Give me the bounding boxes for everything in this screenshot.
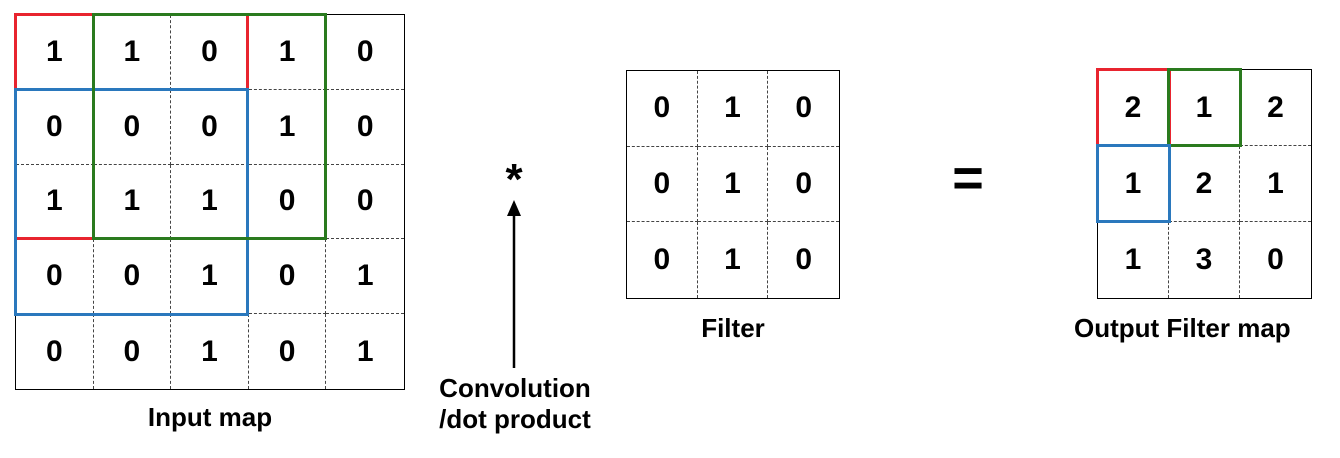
output-map-cell: 2 <box>1098 70 1169 146</box>
filter-cell: 1 <box>697 71 769 147</box>
convolution-label-line2: /dot product <box>439 404 591 434</box>
input-map-cell: 1 <box>93 164 172 240</box>
input-map-cell: 1 <box>171 239 249 315</box>
input-map-cell: 1 <box>16 15 94 90</box>
input-map-cell: 0 <box>326 165 404 240</box>
input-map-cell: 0 <box>93 89 172 165</box>
filter-cell: 0 <box>627 222 698 298</box>
input-map-cell: 1 <box>93 15 172 90</box>
input-map-cell: 1 <box>356 334 374 368</box>
input-map-cell: 0 <box>94 314 172 389</box>
convolution-label: Convolution /dot product <box>424 373 606 435</box>
filter-cell: 0 <box>768 71 839 147</box>
filter-cell: 1 <box>698 222 769 298</box>
filter-cell: 0 <box>768 147 839 223</box>
input-map-cell: 0 <box>16 89 94 165</box>
input-map-cell: 0 <box>171 89 249 165</box>
convolution-label-line1: Convolution <box>439 373 591 403</box>
input-map-cell: 0 <box>16 314 94 389</box>
output-map-cell: 0 <box>1267 243 1284 276</box>
output-map-caption: Output Filter map <box>1074 313 1291 343</box>
input-map-cell: 1 <box>16 164 94 240</box>
filter-cell: 0 <box>795 243 812 277</box>
filter-caption: Filter <box>701 313 765 343</box>
output-map-cell: 1 <box>1098 146 1169 222</box>
output-map-cell: 1 <box>1098 222 1169 298</box>
input-map-cell: 0 <box>326 15 404 90</box>
convolution-symbol: * <box>505 155 523 204</box>
input-map-cell: 0 <box>248 164 327 240</box>
equals-symbol: = <box>952 148 984 208</box>
input-map-cell: 1 <box>326 239 404 315</box>
output-map-cell: 2 <box>1240 70 1311 146</box>
input-map-cell: 0 <box>249 314 327 389</box>
filter-cell: 0 <box>627 146 698 223</box>
input-map-cell: 1 <box>171 314 249 389</box>
input-map-cell: 0 <box>171 15 249 90</box>
input-map-caption: Input map <box>147 402 273 432</box>
output-map-cell: 2 <box>1169 146 1240 222</box>
filter-cell: 0 <box>627 71 698 147</box>
input-map-cell: 1 <box>171 164 249 240</box>
output-map-cell: 3 <box>1169 222 1240 298</box>
input-map-cell: 0 <box>16 239 94 315</box>
output-map-cell: 1 <box>1240 146 1311 222</box>
input-map-cell: 0 <box>93 239 172 315</box>
filter-cell: 1 <box>697 146 769 223</box>
output-map-cell: 1 <box>1169 70 1240 146</box>
input-map-cell: 1 <box>248 89 327 165</box>
input-map-cell: 0 <box>326 90 404 165</box>
input-map-cell: 1 <box>248 15 327 90</box>
arrow-up-icon <box>507 200 521 368</box>
input-map-cell: 0 <box>248 239 327 315</box>
